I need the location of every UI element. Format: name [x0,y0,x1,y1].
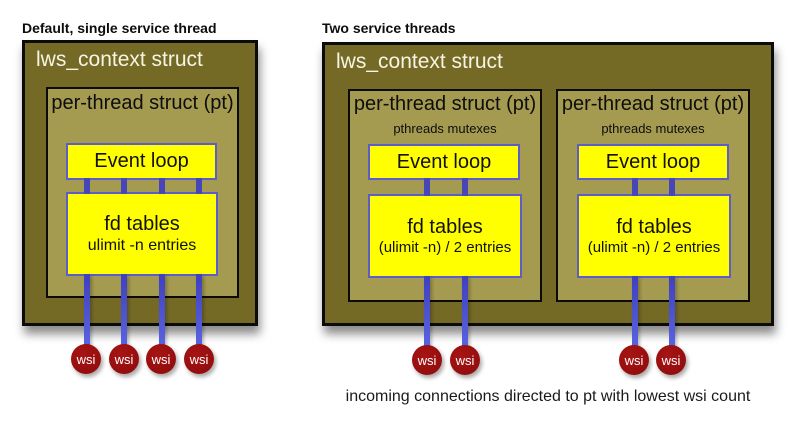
left-per-thread-label: per-thread struct (pt) [51,92,234,114]
right-diagram-title: Two service threads [322,20,456,36]
right-mutex-label-1: pthreads mutexes [393,121,497,136]
left-connector-short-3 [159,178,165,194]
wsi-circle: wsi [619,345,649,375]
left-connector-long-1 [84,274,90,349]
right-pt1-connector-short-1 [424,178,430,196]
right-pt1-connector-short-2 [462,178,468,196]
right-pt2-connector-short-1 [632,178,638,196]
right-lws-context-label: lws_context struct [336,50,503,73]
right-mutex-label-2: pthreads mutexes [601,121,705,136]
left-connector-short-2 [121,178,127,194]
left-connector-long-2 [121,274,127,349]
right-fd-tables-subtitle-1: (ulimit -n) / 2 entries [378,238,512,256]
right-event-loop-label-1: Event loop [396,150,492,173]
right-fd-tables-title-2: fd tables [616,215,692,238]
left-fd-tables-title: fd tables [104,212,180,235]
wsi-circle: wsi [71,344,101,374]
right-event-loop-box-1: Event loop [368,144,520,180]
right-pt1-connector-long-1 [424,276,430,350]
right-per-thread-label-2: per-thread struct (pt) [561,93,745,115]
right-pt2-connector-long-1 [632,276,638,350]
left-event-loop-label: Event loop [94,150,189,172]
left-connector-short-4 [196,178,202,194]
right-fd-tables-title-1: fd tables [407,215,483,238]
right-fd-tables-box-1: fd tables (ulimit -n) / 2 entries [368,194,522,278]
right-pt2-connector-short-2 [669,178,675,196]
left-lws-context-label: lws_context struct [36,48,203,71]
right-fd-tables-subtitle-2: (ulimit -n) / 2 entries [587,238,721,256]
incoming-connections-caption: incoming connections directed to pt with… [345,388,751,405]
wsi-circle: wsi [450,345,480,375]
left-diagram-title: Default, single service thread [22,20,217,36]
wsi-circle: wsi [184,344,214,374]
wsi-circle: wsi [656,345,686,375]
right-event-loop-box-2: Event loop [577,144,729,180]
wsi-circle: wsi [412,345,442,375]
left-event-loop-box: Event loop [66,143,217,180]
left-fd-tables-subtitle: ulimit -n entries [87,236,197,254]
right-fd-tables-box-2: fd tables (ulimit -n) / 2 entries [577,194,731,278]
left-connector-long-3 [159,274,165,349]
left-connector-short-1 [84,178,90,194]
right-event-loop-label-2: Event loop [605,150,701,173]
wsi-circle: wsi [109,344,139,374]
left-fd-tables-box: fd tables ulimit -n entries [66,192,218,276]
right-pt1-connector-long-2 [462,276,468,350]
right-pt2-connector-long-2 [669,276,675,350]
wsi-circle: wsi [146,344,176,374]
right-per-thread-label-1: per-thread struct (pt) [353,93,537,115]
left-connector-long-4 [196,274,202,349]
